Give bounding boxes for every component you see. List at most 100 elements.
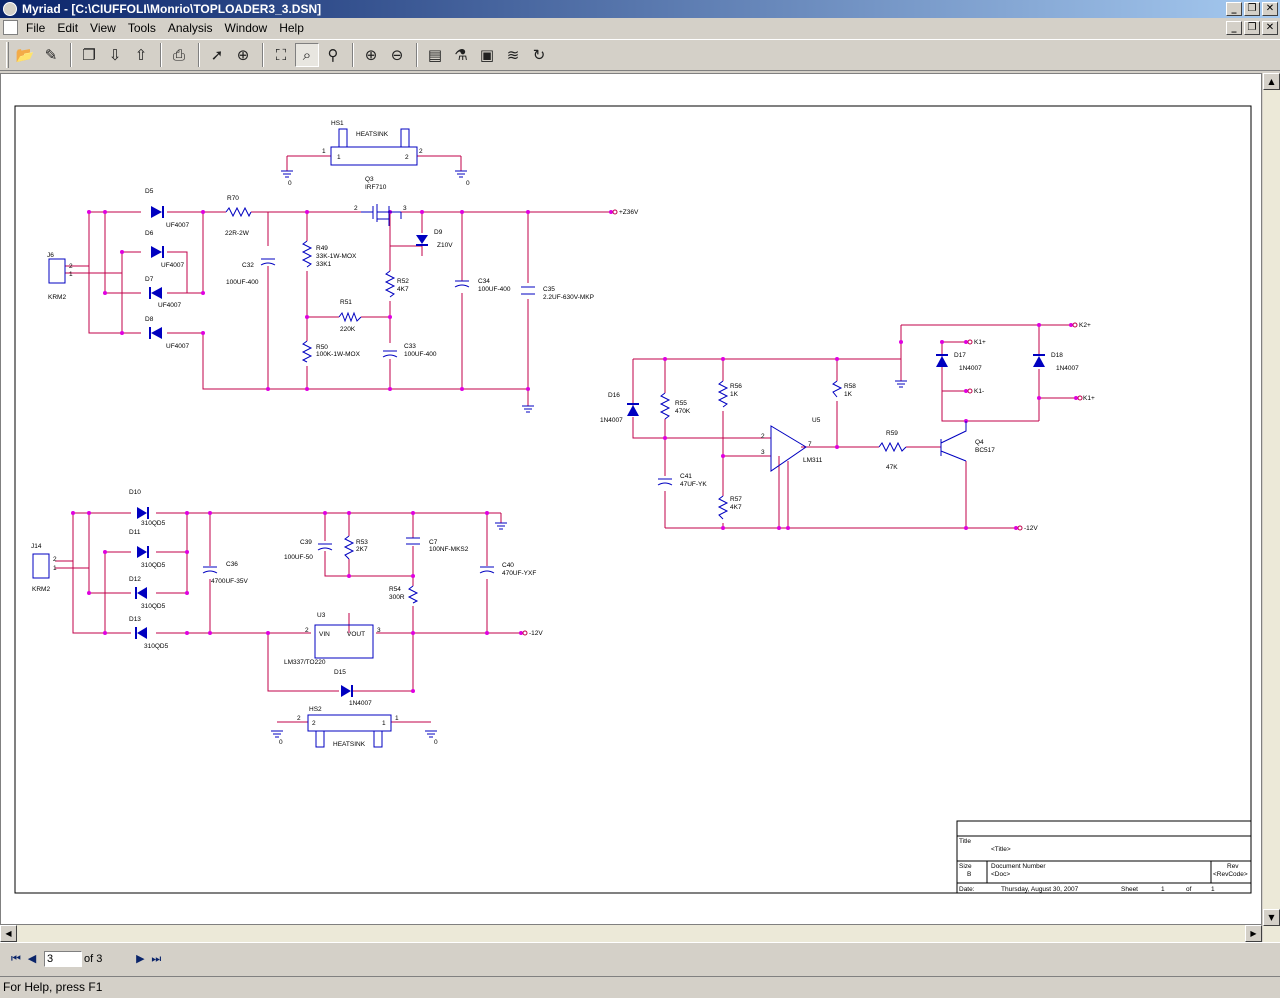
menu-view[interactable]: View	[90, 21, 116, 35]
label-d12v: 310QD5	[141, 603, 166, 610]
label-d13: D13	[129, 616, 141, 623]
label-q3-p2: 2	[354, 205, 358, 212]
label-hs2-p1: 1	[382, 720, 386, 727]
label-q3-part: IRF710	[365, 184, 387, 191]
restore-button[interactable]: ❐	[1244, 2, 1260, 16]
components	[32, 128, 967, 748]
scroll-down-icon[interactable]: ▼	[1263, 909, 1280, 926]
menu-window[interactable]: Window	[224, 21, 268, 35]
refresh-icon[interactable]: ↻	[532, 46, 546, 64]
pointer-icon[interactable]: ➚	[210, 46, 224, 64]
page-navigation: ⏮ ◀ of 3 ▶ ⏭	[0, 942, 1280, 974]
tb-of-label: of	[1186, 886, 1192, 893]
prev-page-icon[interactable]: ◀	[27, 952, 37, 965]
child-restore-button[interactable]: ❐	[1244, 21, 1260, 35]
status-text: For Help, press F1	[3, 980, 103, 994]
menu-tools[interactable]: Tools	[127, 21, 156, 35]
label-d18: D18	[1051, 352, 1063, 359]
label-c35: C35	[543, 286, 555, 293]
label-c41v: 47UF-YK	[680, 481, 707, 488]
sheet-border	[14, 105, 1252, 894]
label-r54: R54	[389, 586, 401, 593]
zoom-in-icon[interactable]: ⊕	[364, 46, 378, 64]
probe-icon[interactable]: ⚗	[454, 46, 468, 64]
status-bar: For Help, press F1	[0, 976, 1280, 998]
add-part-icon[interactable]: ⊕	[236, 46, 250, 64]
toolbar-separator	[416, 43, 418, 67]
label-u5-3: 3	[761, 449, 765, 456]
label-d9: D9	[434, 229, 443, 236]
label-r53v: 2K7	[356, 546, 368, 553]
up-arrow-icon[interactable]: ⇧	[134, 46, 148, 64]
label-u3-vin: VIN	[319, 631, 330, 638]
close-button[interactable]: ✕	[1262, 2, 1278, 16]
label-hs1-p2: 2	[405, 154, 409, 161]
label-hs2-p2: 2	[312, 720, 316, 727]
child-close-button[interactable]: ✕	[1262, 21, 1278, 35]
tb-date-label: Date:	[959, 886, 975, 893]
label-hs2-l1: 1	[395, 715, 399, 722]
label-u3-p3: 3	[377, 627, 381, 634]
layers-icon[interactable]: ≋	[506, 46, 520, 64]
label-heatsink2: HEATSINK	[333, 741, 366, 748]
schematic-canvas[interactable]: HS1 HEATSINK 1 2 1 2 0 0 Q3 IRF710 2 3 D…	[0, 73, 1262, 925]
tb-title-label: Title	[959, 838, 971, 845]
toolbar-grip[interactable]	[6, 42, 9, 68]
netlist-icon[interactable]: ▤	[427, 46, 443, 64]
label-c39v: 100UF-50	[284, 554, 313, 561]
label-d10: D10	[129, 489, 141, 496]
toolbar-separator	[70, 43, 72, 67]
vertical-scrollbar[interactable]: ▲ ▼	[1262, 73, 1280, 942]
print-icon[interactable]: ⎙	[172, 46, 185, 64]
label-r53: R53	[356, 539, 368, 546]
zoom-fit-icon[interactable]: ⛶	[275, 46, 287, 64]
horizontal-scrollbar[interactable]: ◀ ▶	[0, 925, 1262, 942]
down-arrow-icon[interactable]: ⇩	[108, 46, 122, 64]
label-d17: D17	[954, 352, 966, 359]
open-icon[interactable]: 📂	[15, 46, 35, 64]
menu-analysis[interactable]: Analysis	[167, 21, 213, 35]
label-d8: D8	[145, 316, 154, 323]
label-j6v: KRM2	[48, 294, 66, 301]
label-r50v: 100K-1W-MOX	[316, 351, 361, 358]
menu-file[interactable]: File	[26, 21, 46, 35]
scroll-up-icon[interactable]: ▲	[1263, 73, 1280, 90]
label-c39: C39	[300, 539, 312, 546]
label-d15: D15	[334, 669, 346, 676]
label-m12v-a: -12V	[1024, 525, 1038, 532]
label-d5: D5	[145, 188, 154, 195]
network-icon[interactable]: ▣	[479, 46, 495, 64]
first-page-icon[interactable]: ⏮	[11, 951, 21, 965]
menu-edit[interactable]: Edit	[57, 21, 79, 35]
zoom-all-icon[interactable]: ⚲	[327, 46, 339, 64]
label-k2: K2+	[1079, 322, 1091, 329]
next-page-icon[interactable]: ▶	[136, 952, 145, 965]
label-c36v: 4700UF-35V	[211, 578, 249, 585]
label-u3-vout: VOUT	[347, 631, 365, 638]
label-hs1: HS1	[331, 120, 344, 127]
label-k1b: K1-	[974, 388, 984, 395]
copy-icon[interactable]: ❐	[82, 46, 96, 64]
child-minimize-button[interactable]: _	[1226, 21, 1242, 35]
last-page-icon[interactable]: ⏭	[151, 951, 162, 965]
menu-help[interactable]: Help	[279, 21, 304, 35]
edit-icon[interactable]: ✎	[44, 46, 58, 64]
page-number-input[interactable]	[44, 950, 82, 967]
minimize-button[interactable]: _	[1226, 2, 1242, 16]
label-d6: D6	[145, 230, 154, 237]
toolbar-separator	[352, 43, 354, 67]
label-gnd-0a: 0	[288, 180, 292, 187]
toolbar-separator	[262, 43, 264, 67]
wires	[55, 155, 1076, 723]
label-u5-2: 2	[761, 433, 765, 440]
label-hs1-l1: 1	[322, 148, 326, 155]
document-icon[interactable]	[3, 20, 18, 35]
zoom-area-icon[interactable]: ⌕	[295, 43, 319, 67]
scroll-left-icon[interactable]: ◀	[0, 925, 17, 942]
scroll-right-icon[interactable]: ▶	[1245, 925, 1262, 942]
zoom-out-icon[interactable]: ⊖	[390, 46, 404, 64]
label-r57v: 4K7	[730, 504, 742, 511]
label-d10v: 310QD5	[141, 520, 166, 527]
label-d15v: 1N4007	[349, 700, 372, 707]
label-c35v: 2.2UF-630V-MKP	[543, 294, 594, 301]
